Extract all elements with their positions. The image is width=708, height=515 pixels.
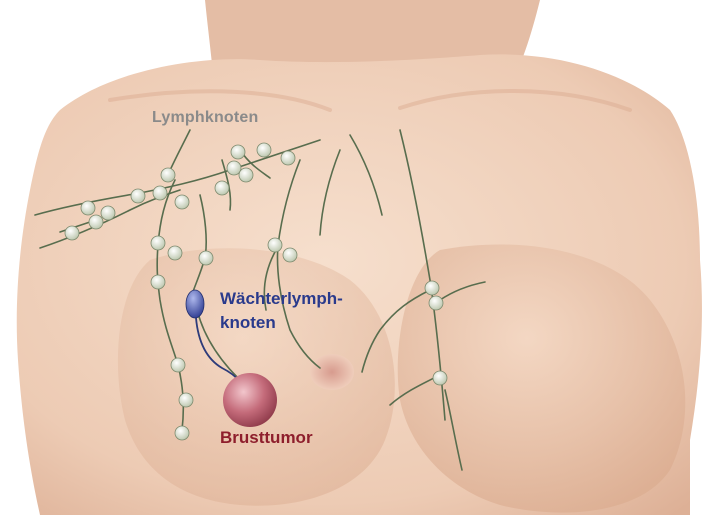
lymph-nodes-label: Lymphknoten [152, 109, 259, 127]
sentinel-label-line1: Wächterlymph- [220, 287, 343, 311]
sentinel-node [186, 290, 204, 318]
breast-tumor-label: Brusttumor [220, 428, 313, 448]
nipple [310, 354, 354, 390]
sentinel-node-label: Wächterlymph- knoten [220, 287, 343, 335]
sentinel-label-line2: knoten [220, 311, 343, 335]
breast-tumor [223, 373, 277, 427]
